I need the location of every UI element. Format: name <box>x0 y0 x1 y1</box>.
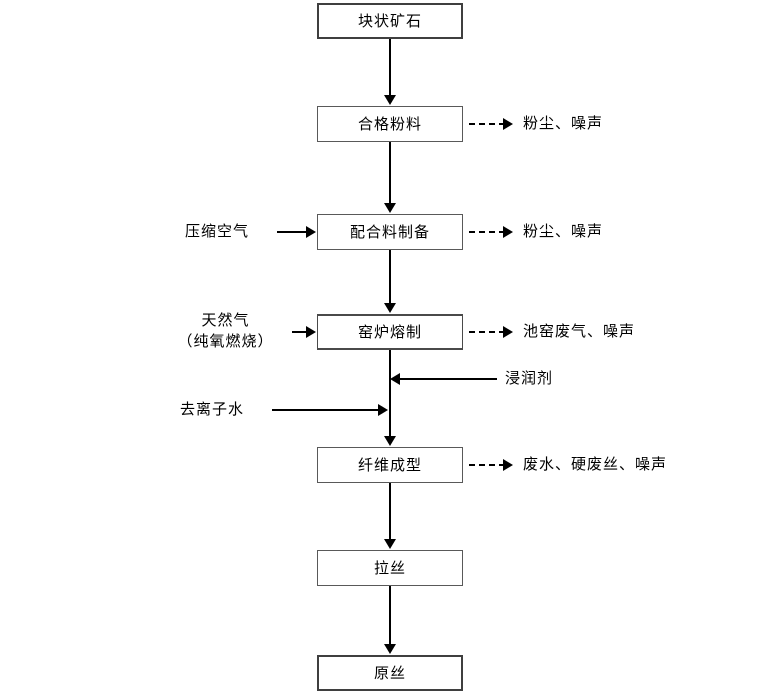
connector-ore-to-powder <box>389 39 391 96</box>
connector-furnace-to-fiber <box>389 350 391 437</box>
connector-drawing-to-strand <box>389 586 391 645</box>
arrowhead-compressed-air <box>306 226 316 238</box>
arrowhead-fiber-to-drawing <box>384 539 396 549</box>
connector-natural-gas <box>292 331 308 333</box>
connector-batch-to-furnace <box>389 250 391 304</box>
output-label-powder: 粉尘、噪声 <box>523 114 604 132</box>
arrowhead-ore-to-powder <box>384 95 396 105</box>
output-label-fiber: 废水、硬废丝、噪声 <box>523 455 668 473</box>
process-box-raw-strand[interactable]: 原丝 <box>317 655 463 691</box>
process-box-qualified-powder[interactable]: 合格粉料 <box>317 106 463 142</box>
arrowhead-drawing-to-strand <box>384 644 396 654</box>
connector-fiber-to-drawing <box>389 483 391 540</box>
connector-output-furnace <box>469 331 505 333</box>
arrowhead-sizing-agent <box>390 373 400 385</box>
arrowhead-output-powder <box>503 118 513 130</box>
input-label-sizing-agent: 浸润剂 <box>505 369 554 387</box>
process-box-label: 拉丝 <box>373 558 406 577</box>
process-box-furnace-melt[interactable]: 窑炉熔制 <box>317 314 463 350</box>
process-box-wire-drawing[interactable]: 拉丝 <box>317 550 463 586</box>
connector-output-fiber <box>469 464 505 466</box>
process-box-batch-prep[interactable]: 配合料制备 <box>317 214 463 250</box>
connector-deionized-water <box>272 409 380 411</box>
connector-output-powder <box>469 123 505 125</box>
input-label-natural-gas-line1: 天然气 <box>201 311 250 329</box>
output-label-furnace: 池窑废气、噪声 <box>523 322 636 340</box>
process-box-raw-ore[interactable]: 块状矿石 <box>317 3 463 39</box>
arrowhead-output-fiber <box>503 459 513 471</box>
arrowhead-deionized-water <box>378 404 388 416</box>
input-label-natural-gas-line2: （纯氧燃烧） <box>177 332 274 350</box>
process-box-label: 原丝 <box>373 663 406 682</box>
process-box-label: 块状矿石 <box>357 11 422 30</box>
connector-sizing-agent <box>400 378 497 380</box>
arrowhead-furnace-to-fiber <box>384 436 396 446</box>
process-box-fiber-forming[interactable]: 纤维成型 <box>317 447 463 483</box>
process-box-label: 合格粉料 <box>357 114 422 133</box>
connector-compressed-air <box>277 231 308 233</box>
input-label-natural-gas: 天然气 （纯氧燃烧） <box>163 310 288 352</box>
connector-powder-to-batch <box>389 142 391 204</box>
process-box-label: 窑炉熔制 <box>357 322 422 341</box>
process-box-label: 纤维成型 <box>357 455 422 474</box>
arrowhead-output-furnace <box>503 326 513 338</box>
connector-output-batch <box>469 231 505 233</box>
arrowhead-natural-gas <box>306 326 316 338</box>
arrowhead-powder-to-batch <box>384 203 396 213</box>
arrowhead-batch-to-furnace <box>384 303 396 313</box>
output-label-batch: 粉尘、噪声 <box>523 222 604 240</box>
input-label-deionized-water: 去离子水 <box>180 400 245 418</box>
arrowhead-output-batch <box>503 226 513 238</box>
process-box-label: 配合料制备 <box>349 222 430 241</box>
input-label-compressed-air: 压缩空气 <box>185 222 250 240</box>
